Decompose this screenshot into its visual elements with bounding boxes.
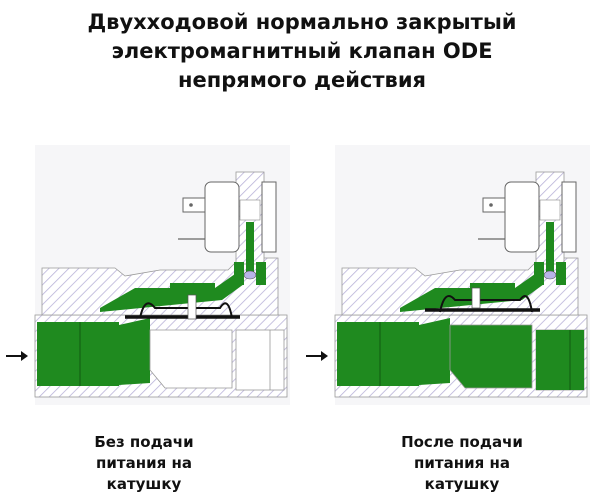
- caption-line: катушку: [106, 475, 182, 493]
- caption-line: питания на: [96, 454, 192, 472]
- caption-open: После подачи питания на катушку: [362, 432, 562, 495]
- title-line-2: электромагнитный клапан ODE: [111, 39, 493, 63]
- caption-line: После подачи: [401, 433, 523, 451]
- caption-closed: Без подачи питания на катушку: [44, 432, 244, 495]
- valve-closed-diagram: [5, 144, 291, 406]
- caption-line: Без подачи: [94, 433, 194, 451]
- page-title: Двухходовой нормально закрытый электрома…: [0, 8, 604, 95]
- title-line-3: непрямого действия: [177, 68, 427, 92]
- title-line-1: Двухходовой нормально закрытый: [87, 10, 517, 34]
- caption-line: питания на: [414, 454, 510, 472]
- caption-line: катушку: [424, 475, 500, 493]
- valve-open-diagram: [305, 144, 591, 406]
